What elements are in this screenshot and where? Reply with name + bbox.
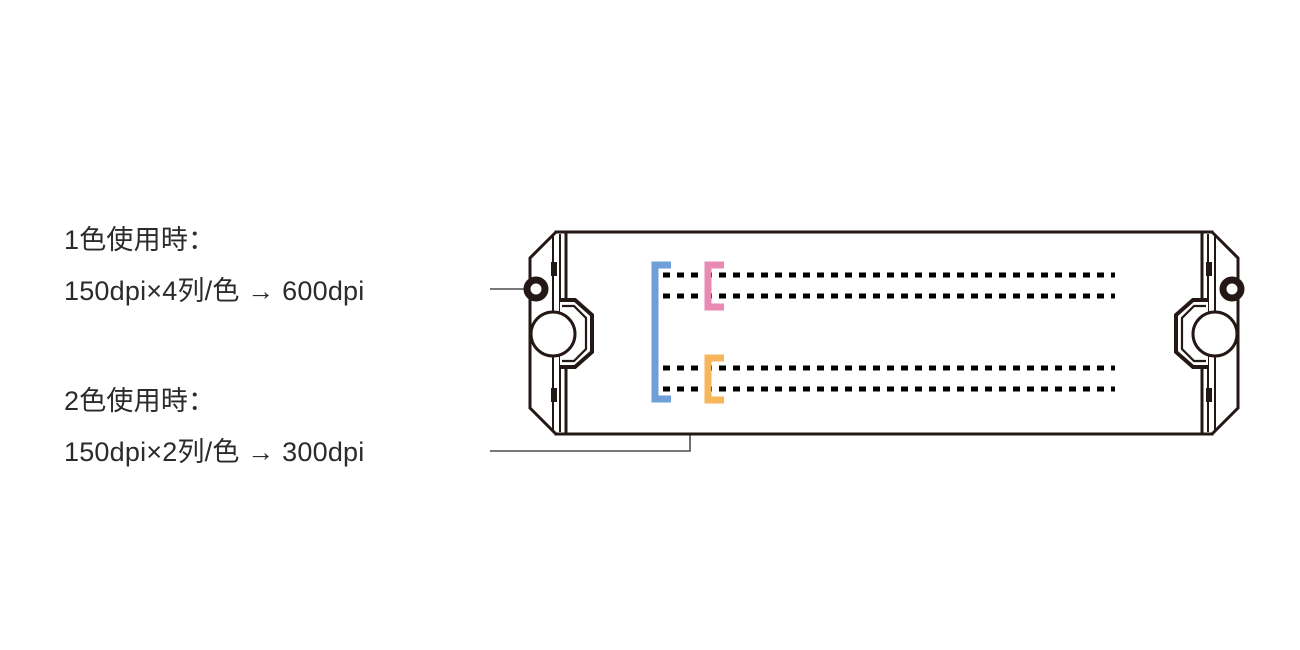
left-notch-bottom (551, 388, 557, 402)
left-large-hole (529, 310, 577, 358)
all-rows-bracket (651, 261, 671, 403)
left-notch-top (551, 262, 557, 276)
right-large-hole (1191, 310, 1239, 358)
printhead-body (523, 230, 1245, 436)
one-color-detail: 150dpi×4列/色 → 600dpi (64, 276, 364, 306)
nozzle-rows (663, 272, 1115, 392)
two-color-detail: 150dpi×2列/色 → 300dpi (64, 437, 364, 467)
right-small-hole (1219, 276, 1245, 302)
right-mounting-boss-inner (1180, 304, 1206, 363)
upper-pair-bracket (704, 261, 724, 311)
two-color-heading: 2色使用時： (64, 386, 215, 416)
right-notch-bottom (1206, 388, 1212, 402)
lower-pair-bracket (704, 354, 724, 404)
one-color-heading: 1色使用時： (64, 225, 215, 255)
left-mounting-boss-inner (562, 304, 588, 363)
right-notch-top (1206, 262, 1212, 276)
left-small-hole (523, 276, 549, 302)
